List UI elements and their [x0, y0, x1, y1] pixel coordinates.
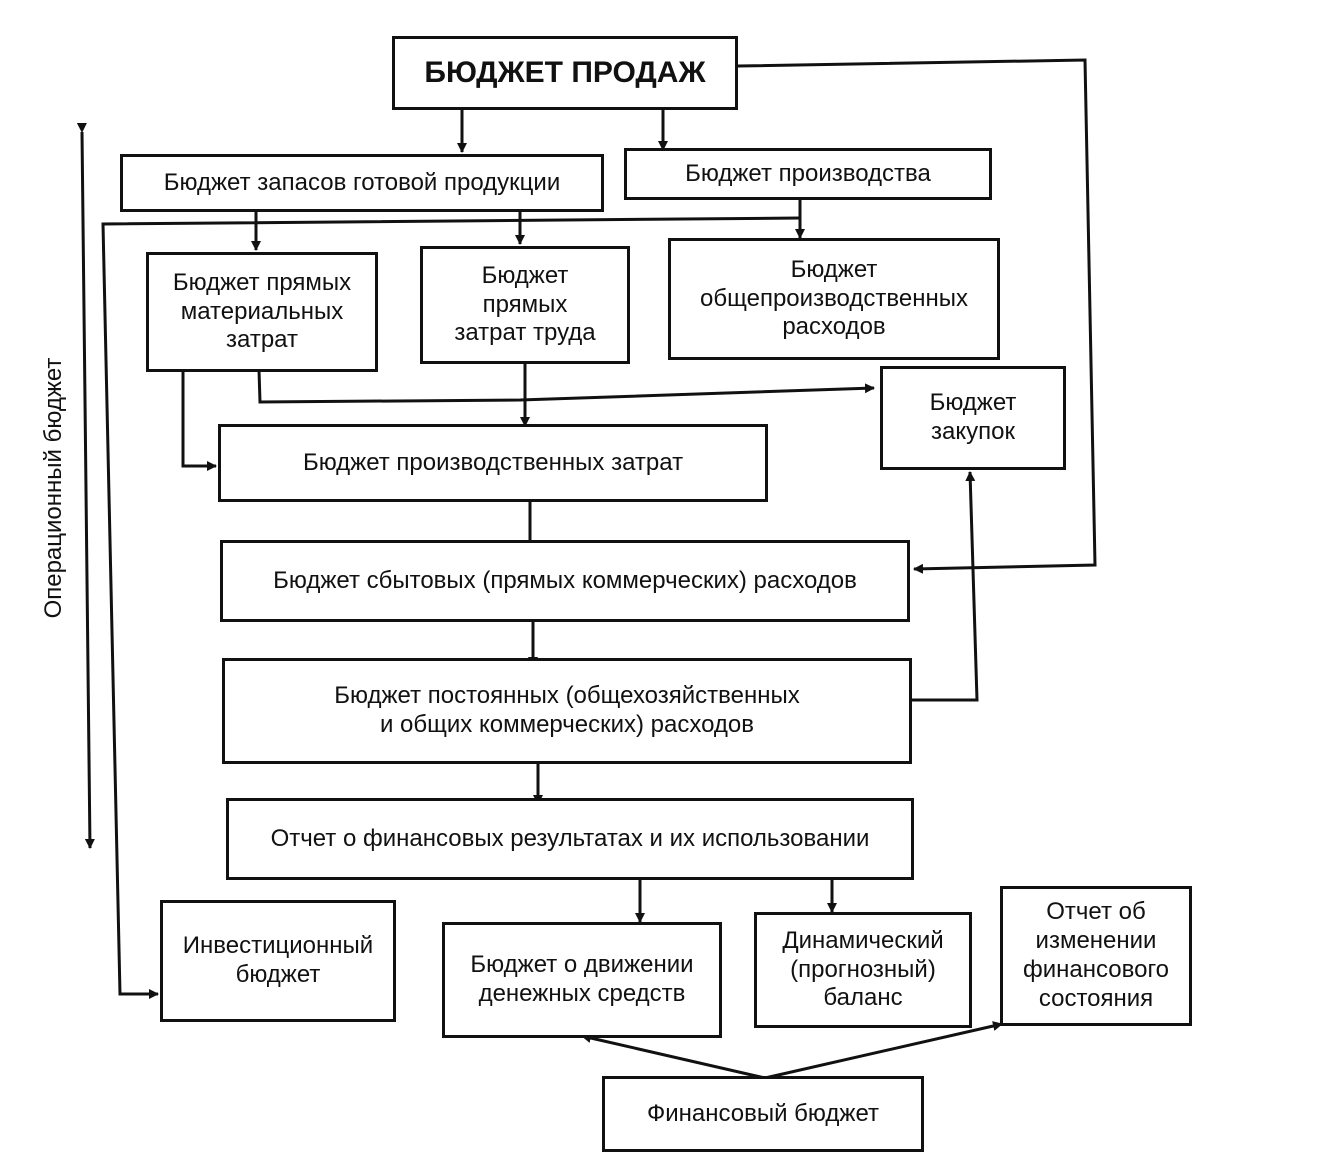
arrow-fin-to-position — [764, 1021, 1003, 1080]
direct-materials-budget-box: Бюджет прямых материальных затрат — [146, 252, 378, 372]
production-budget-box: Бюджет производства — [624, 148, 992, 200]
operational-range-arrow — [76, 122, 95, 849]
forecast-balance-box: Динамический (прогнозный) баланс — [754, 912, 972, 1028]
fixed-expenses-budget-box: Бюджет постоянных (общехозяйственных и о… — [222, 658, 912, 764]
line-fixed-to-purchases — [912, 471, 979, 702]
operational-budget-text: Операционный бюджет — [40, 357, 67, 619]
financial-position-report-box: Отчет об изменении финансового состояния — [1000, 886, 1192, 1026]
income-statement-box: Отчет о финансовых результатах и их испо… — [226, 798, 914, 880]
line-materials-to-purchases — [257, 369, 875, 404]
finished-goods-budget-box: Бюджет запасов готовой продукции — [120, 154, 604, 212]
line-materials-to-costs — [181, 372, 217, 471]
arrow-fin-to-cashflow — [581, 1033, 766, 1080]
financial-budget-box: Финансовый бюджет — [602, 1076, 924, 1152]
cash-flow-budget-box: Бюджет о движении денежных средств — [442, 922, 722, 1038]
overhead-budget-box: Бюджет общепроизводственных расходов — [668, 238, 1000, 360]
production-costs-budget-box: Бюджет производственных затрат — [218, 424, 768, 502]
sales-budget-box: БЮДЖЕТ ПРОДАЖ — [392, 36, 738, 110]
selling-expenses-budget-box: Бюджет сбытовых (прямых коммерческих) ра… — [220, 540, 910, 622]
line-to-investment — [101, 216, 801, 999]
line-sales-to-selling — [737, 58, 1097, 574]
direct-labor-budget-box: Бюджет прямых затрат труда — [420, 246, 630, 364]
investment-budget-box: Инвестиционный бюджет — [160, 900, 396, 1022]
purchases-budget-box: Бюджет закупок — [880, 366, 1066, 470]
